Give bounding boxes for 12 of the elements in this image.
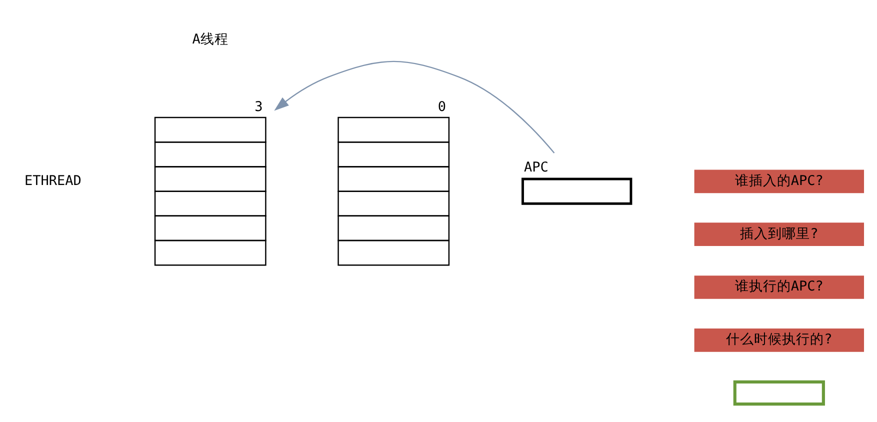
node-box (522, 178, 632, 205)
node-label: 0 (438, 99, 446, 116)
arrow (274, 60, 555, 154)
node-box: 什么时候执行的? (694, 328, 864, 352)
label: A线程 (192, 32, 228, 48)
node-box (733, 380, 825, 406)
node-label: 3 (254, 99, 263, 116)
node-box: 插入到哪里? (694, 222, 864, 246)
node-box: 谁插入的APC? (694, 170, 864, 194)
node-label: APC (524, 159, 548, 176)
label: ETHREAD (24, 172, 82, 189)
node-box: 谁执行的APC? (694, 276, 864, 299)
